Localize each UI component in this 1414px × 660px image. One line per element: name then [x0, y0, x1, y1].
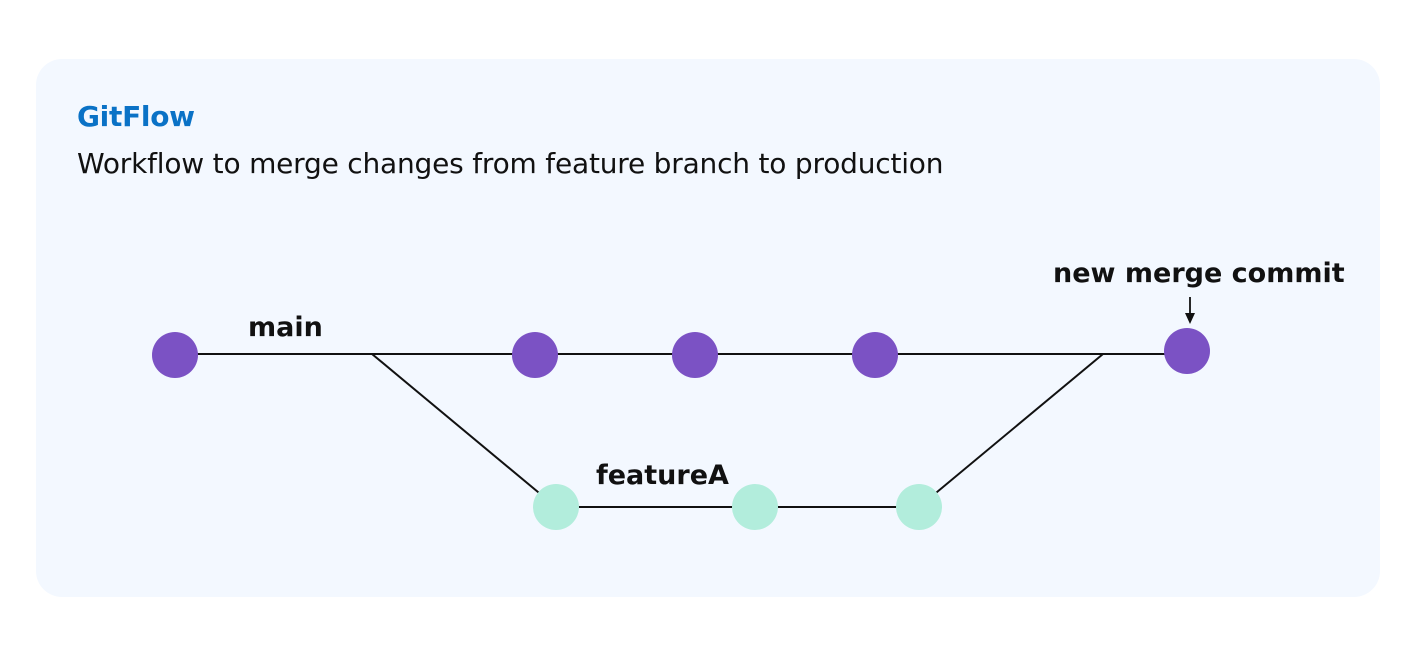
main-commit-1 [152, 332, 198, 378]
annotation-arrow-head [1185, 313, 1195, 324]
branch-out-line [371, 353, 557, 508]
feature-commit-1 [533, 484, 579, 530]
merge-commit-annotation: new merge commit [1053, 258, 1345, 289]
feature-branch-label: featureA [596, 460, 729, 491]
page-subtitle: Workflow to merge changes from feature b… [77, 147, 944, 180]
main-commit-4 [852, 332, 898, 378]
merge-line [918, 353, 1104, 508]
main-commit-3 [672, 332, 718, 378]
merge-commit [1164, 328, 1210, 374]
main-commit-2 [512, 332, 558, 378]
feature-commit-3 [896, 484, 942, 530]
feature-commit-2 [732, 484, 778, 530]
main-branch-label: main [248, 312, 323, 343]
page-title: GitFlow [77, 100, 195, 133]
